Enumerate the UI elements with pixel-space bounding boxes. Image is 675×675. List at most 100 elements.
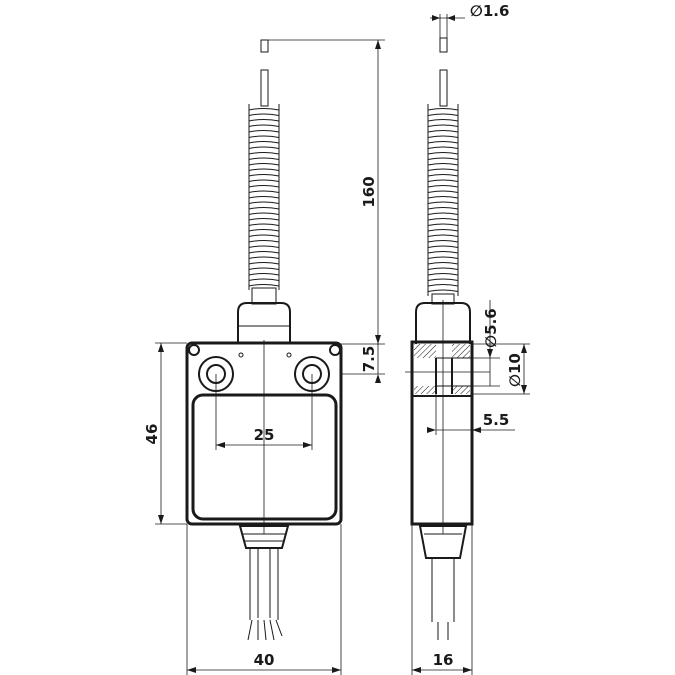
spring-coil: [427, 163, 459, 166]
spring-coil: [248, 196, 280, 199]
spring-coil: [248, 201, 280, 204]
spring-coil: [427, 141, 459, 144]
side-hole-hatch-top-left: [414, 344, 436, 358]
spring-coil: [248, 251, 280, 254]
spring-coil: [248, 212, 280, 215]
spring-coil: [427, 262, 459, 265]
spring-coil: [427, 223, 459, 226]
spring-coil: [427, 234, 459, 237]
dim-total-length: 160: [360, 176, 378, 207]
side-hole-section: [411, 341, 473, 397]
spring-coil: [427, 130, 459, 133]
spring-coil: [427, 124, 459, 127]
dim-hole-spacing: 25: [254, 426, 275, 444]
spring-coil: [248, 163, 280, 166]
side-view: [410, 37, 474, 640]
spring-coil: [248, 234, 280, 237]
spring-coil: [248, 273, 280, 276]
spring-coil: [427, 168, 459, 171]
front-screw-right: [286, 352, 292, 358]
spring-coil: [248, 278, 280, 281]
dimension-lines: [155, 14, 530, 675]
spring-coil: [248, 146, 280, 149]
spring-coil: [427, 146, 459, 149]
spring-coil: [427, 218, 459, 221]
side-hole-hatch-top-right: [452, 344, 470, 358]
front-corner-hole-right: [329, 344, 341, 356]
front-spring: [248, 104, 280, 290]
side-spring: [427, 104, 459, 296]
spring-coil: [248, 141, 280, 144]
dim-hole-depth: 5.5: [483, 411, 510, 429]
spring-coil: [427, 207, 459, 210]
dim-hole-outer-diameter: ∅10: [506, 353, 524, 387]
spring-coil: [427, 256, 459, 259]
front-corner-hole-left: [188, 344, 200, 356]
front-view: [185, 39, 343, 641]
spring-coil: [248, 124, 280, 127]
spring-coil: [427, 157, 459, 160]
spring-coil: [427, 284, 459, 287]
spring-coil: [427, 179, 459, 182]
spring-coil: [248, 229, 280, 232]
spring-coil: [248, 223, 280, 226]
spring-coil: [248, 108, 280, 111]
front-plunger-cap: [237, 302, 291, 342]
spring-coil: [248, 190, 280, 193]
side-hole-hatch-bottom-right: [452, 386, 470, 394]
front-screw-left: [238, 352, 244, 358]
spring-coil: [427, 185, 459, 188]
dim-body-width: 40: [254, 651, 275, 669]
dim-hole-inner-diameter: ∅5.6: [482, 308, 500, 347]
spring-coil: [248, 185, 280, 188]
spring-coil: [427, 267, 459, 270]
spring-coil: [427, 278, 459, 281]
dim-body-depth: 16: [433, 651, 454, 669]
spring-coil: [427, 229, 459, 232]
side-wire-upper: [439, 69, 448, 107]
spring-coil: [427, 152, 459, 155]
spring-coil: [427, 113, 459, 116]
front-wire-upper: [260, 69, 269, 107]
front-cover-window: [191, 393, 338, 521]
spring-coil: [248, 135, 280, 138]
side-wire-tip: [439, 37, 448, 53]
spring-coil: [427, 174, 459, 177]
front-plunger-neck: [251, 287, 277, 305]
spring-coil: [427, 245, 459, 248]
front-wire-ends: [247, 619, 283, 641]
spring-coil: [248, 174, 280, 177]
spring-coil: [427, 201, 459, 204]
spring-coil: [427, 289, 459, 292]
spring-coil: [248, 267, 280, 270]
spring-coil: [427, 135, 459, 138]
spring-coil: [248, 179, 280, 182]
spring-coil: [248, 245, 280, 248]
spring-coil: [248, 157, 280, 160]
spring-coil: [427, 251, 459, 254]
spring-coil: [248, 240, 280, 243]
spring-coil: [248, 152, 280, 155]
spring-coil: [427, 119, 459, 122]
spring-coil: [248, 113, 280, 116]
spring-coil: [427, 196, 459, 199]
spring-coil: [248, 284, 280, 287]
spring-coil: [427, 240, 459, 243]
spring-coil: [248, 256, 280, 259]
spring-coil: [427, 190, 459, 193]
spring-coil: [248, 130, 280, 133]
spring-coil: [248, 168, 280, 171]
dim-wire-diameter: ∅1.6: [470, 2, 509, 20]
side-body: [410, 340, 474, 526]
front-wire-tip: [260, 39, 269, 53]
spring-coil: [248, 207, 280, 210]
spring-coil: [248, 218, 280, 221]
dim-body-height: 46: [143, 424, 161, 445]
spring-coil: [248, 262, 280, 265]
spring-coil: [427, 108, 459, 111]
spring-coil: [248, 119, 280, 122]
spring-coil: [427, 212, 459, 215]
dim-hole-offset: 7.5: [360, 346, 378, 373]
side-hole-hatch-bottom-left: [414, 386, 436, 394]
